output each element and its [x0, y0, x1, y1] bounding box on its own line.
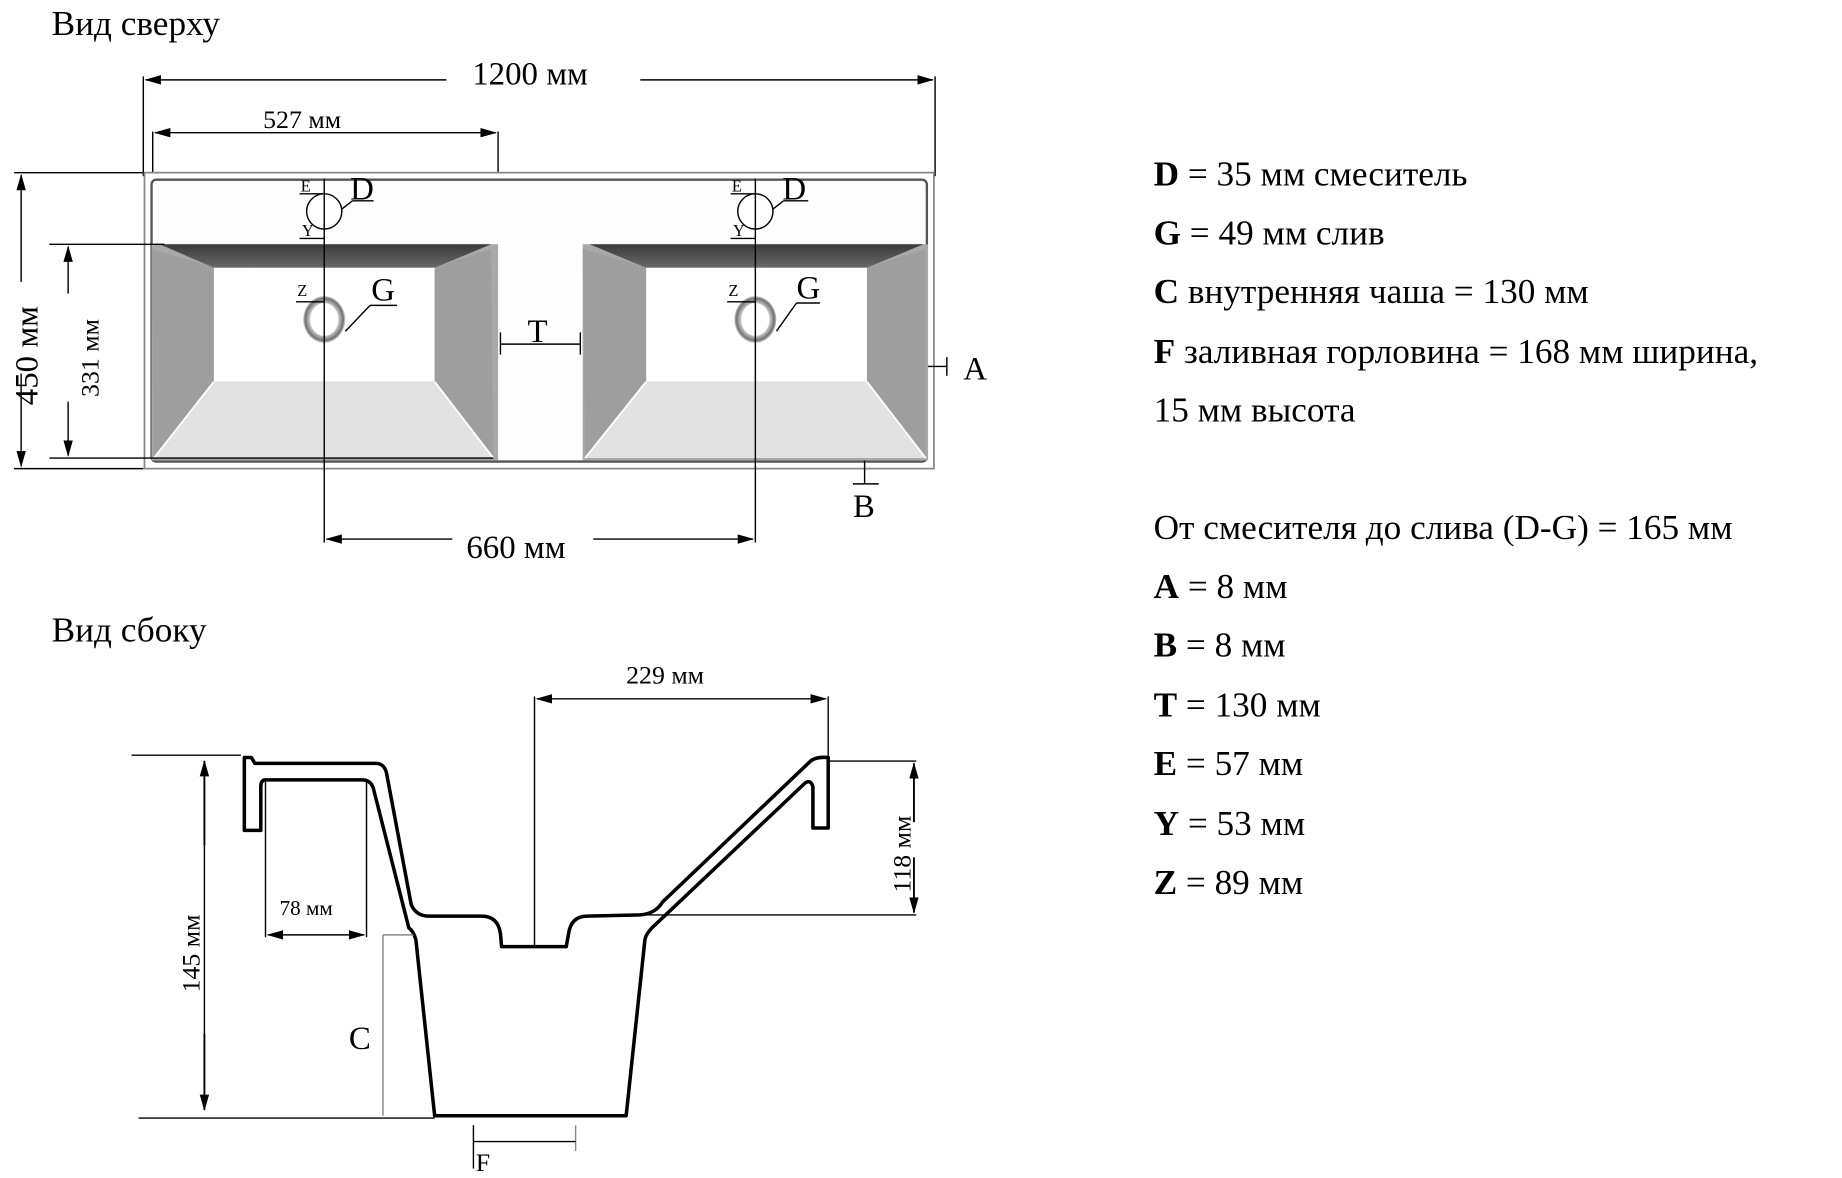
spec-item-e: E = 57 мм [1154, 744, 1304, 783]
spec-item-b: B = 8 мм [1154, 626, 1286, 665]
marker-d: D [350, 172, 374, 208]
dim-118: 118 мм [640, 760, 919, 916]
right-bowl: E Y Z D G [582, 172, 929, 543]
dim-b: B [852, 460, 879, 525]
spec-item-f: F заливная горловина = 168 мм ширина, [1154, 332, 1758, 371]
svg-text:C: C [349, 1021, 371, 1057]
center-distance-label: 660 мм [466, 530, 565, 566]
marker-g: G [796, 270, 820, 306]
marker-z: Z [297, 281, 307, 300]
spec-item-g: G = 49 мм слив [1154, 213, 1385, 252]
marker-z: Z [728, 281, 738, 300]
marker-e: E [301, 176, 311, 195]
dim-gap-t: T [499, 314, 582, 355]
top-view: Вид сверху 1200 мм 527 мм [10, 4, 988, 566]
spec-item-z: Z = 89 мм [1154, 863, 1304, 902]
bowl-depth-label: 331 мм [76, 319, 105, 397]
top-view-title: Вид сверху [52, 4, 221, 43]
total-depth-label: 450 мм [10, 306, 46, 405]
dim-a: A [928, 351, 987, 387]
dim-f: F [472, 1125, 577, 1177]
marker-g: G [371, 273, 395, 309]
svg-text:B: B [853, 489, 875, 525]
dim-229: 229 мм [533, 661, 829, 947]
bowl-width-label: 527 мм [263, 105, 341, 134]
spec-item-t: T = 130 мм [1154, 685, 1321, 724]
marker-y: Y [302, 221, 314, 240]
spec-item-y: Y = 53 мм [1154, 804, 1306, 843]
total-width-label: 1200 мм [472, 57, 588, 93]
spec-item-c: C внутренняя чаша = 130 мм [1154, 272, 1589, 311]
left-bowl: E Y Z D G [151, 172, 499, 543]
spec-item-a: A = 8 мм [1154, 567, 1288, 606]
dim-229-label: 229 мм [626, 661, 704, 690]
spec-item-d: D = 35 мм смеситель [1154, 155, 1468, 194]
svg-text:F: F [476, 1148, 490, 1177]
dim-145-label: 145 мм [177, 915, 206, 993]
marker-d: D [782, 172, 806, 208]
dim-total-width: 1200 мм [142, 57, 936, 177]
dim-118-label: 118 мм [887, 816, 916, 893]
dim-145: 145 мм [131, 754, 435, 1119]
svg-text:A: A [963, 351, 987, 387]
dim-78: 78 мм [264, 779, 368, 940]
marker-e: E [732, 176, 742, 195]
dim-78-label: 78 мм [280, 896, 333, 920]
dim-c: C [349, 934, 414, 1116]
dim-bowl-depth: 331 мм [49, 243, 494, 459]
dim-center-distance: 660 мм [325, 530, 755, 566]
spec-list: D = 35 мм смеситель G = 49 мм слив C вну… [1154, 155, 1758, 902]
sink-profile-outer [242, 755, 830, 1118]
marker-y: Y [733, 221, 745, 240]
side-view-title: Вид сбоку [52, 610, 207, 649]
side-view: Вид сбоку 229 мм 145 мм 78 мм [52, 610, 919, 1177]
spec-item-d-g: От смесителя до слива (D-G) = 165 мм [1154, 508, 1733, 547]
spec-item-f-height: 15 мм высота [1154, 391, 1356, 430]
svg-text:T: T [527, 314, 547, 350]
dim-total-depth: 450 мм [10, 171, 144, 470]
